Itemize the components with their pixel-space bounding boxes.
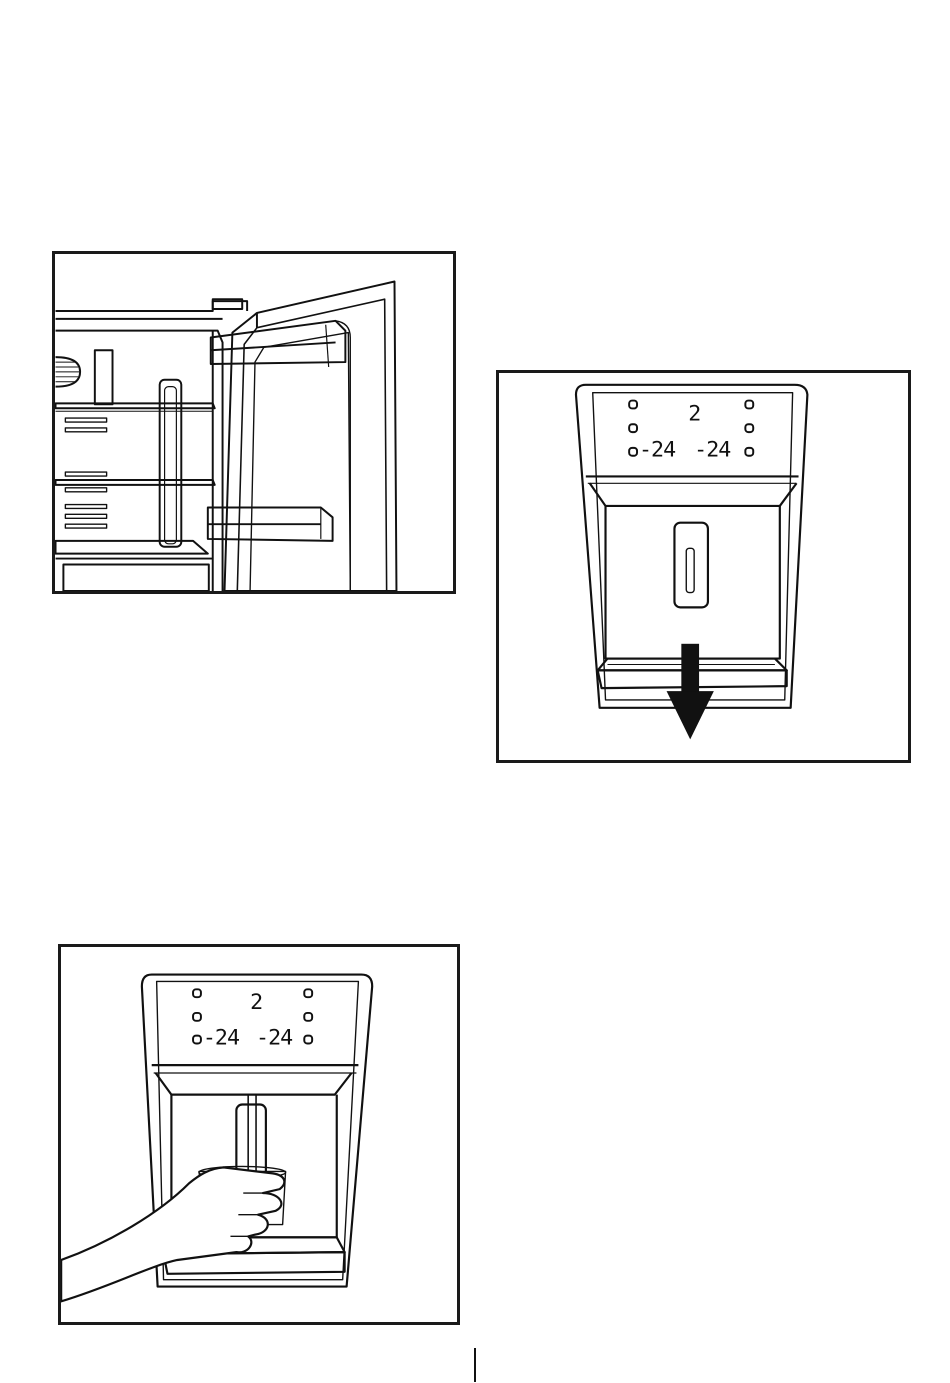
display-right-value: -24	[694, 438, 730, 463]
glass-dispensing-figure: 2 -24 -24	[58, 944, 460, 1325]
dispenser-tray-removal-figure: 2 -24 -24	[496, 370, 911, 763]
display-right-value: -24	[256, 1025, 292, 1050]
fridge-illustration	[55, 254, 453, 591]
hand-icon	[61, 1167, 284, 1301]
display-left-value: -24	[639, 438, 675, 463]
display-left-value: -24	[203, 1025, 239, 1050]
fridge-open-door-figure	[52, 251, 456, 594]
dispenser-tray-illustration: 2 -24 -24	[499, 373, 908, 760]
display-top-value: 2	[250, 990, 262, 1015]
fan-grille-icon	[56, 357, 81, 386]
dispensing-illustration: 2 -24 -24	[61, 947, 457, 1322]
page-divider-mark	[474, 1348, 476, 1382]
display-top-value: 2	[688, 401, 700, 426]
